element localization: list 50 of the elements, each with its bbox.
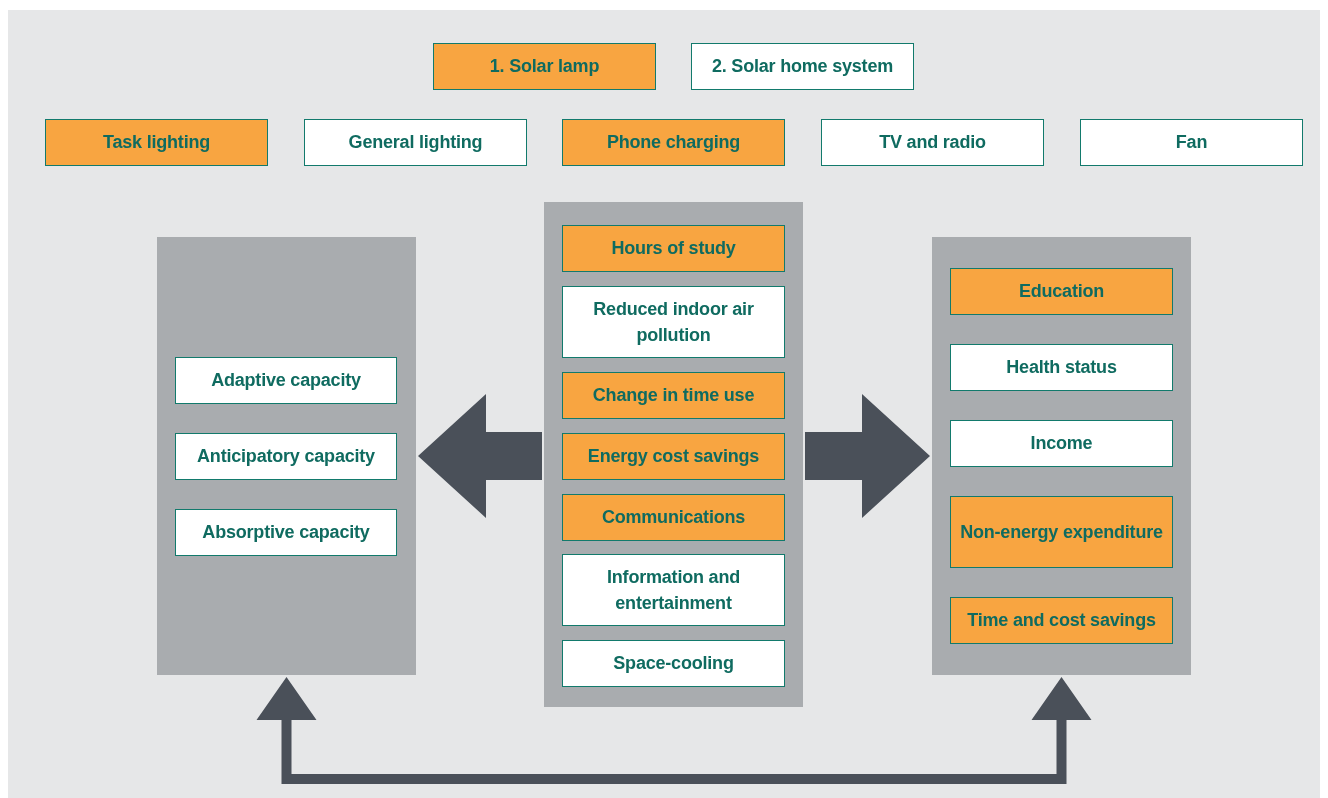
box-label: Absorptive capacity bbox=[201, 521, 371, 545]
box-label: Phone charging bbox=[605, 131, 742, 155]
box-label: TV and radio bbox=[878, 131, 987, 155]
panel-box bbox=[544, 202, 803, 707]
outcome-box bbox=[950, 420, 1173, 467]
arrow bbox=[805, 394, 930, 518]
box-label: Adaptive capacity bbox=[210, 369, 362, 393]
outcome-box bbox=[562, 640, 785, 687]
box-label: Hours of study bbox=[610, 237, 737, 261]
box-label: Task lighting bbox=[101, 131, 212, 155]
outcome-box bbox=[304, 119, 527, 166]
highlighted-box bbox=[950, 496, 1173, 568]
highlighted-box bbox=[562, 225, 785, 272]
box-label: Non-energy expenditure bbox=[959, 520, 1164, 544]
outcome-box bbox=[950, 344, 1173, 391]
box-label: Energy cost savings bbox=[586, 445, 761, 469]
highlighted-box bbox=[562, 372, 785, 419]
box-label: Space-cooling bbox=[612, 652, 735, 676]
highlighted-box bbox=[950, 597, 1173, 644]
outcome-box bbox=[175, 357, 397, 404]
outcome-box bbox=[175, 433, 397, 480]
panel-box bbox=[932, 237, 1191, 675]
box-label: Communications bbox=[600, 506, 747, 530]
box-label: Education bbox=[1017, 280, 1106, 304]
box-label: General lighting bbox=[347, 131, 484, 155]
outcome-box bbox=[562, 554, 785, 626]
highlighted-box bbox=[433, 43, 656, 90]
highlighted-box bbox=[562, 433, 785, 480]
box-label: 2. Solar home system bbox=[710, 55, 895, 79]
panel-box bbox=[157, 237, 416, 675]
highlighted-box bbox=[950, 268, 1173, 315]
outcome-box bbox=[562, 286, 785, 358]
arrow bbox=[256, 677, 1092, 784]
outcome-box bbox=[1080, 119, 1303, 166]
box-label: Information and entertainment bbox=[606, 565, 741, 615]
highlighted-box bbox=[562, 119, 785, 166]
box-label: Income bbox=[1029, 432, 1094, 456]
box-label: Health status bbox=[1005, 356, 1118, 380]
box-label: Change in time use bbox=[591, 384, 756, 408]
box-label: 1. Solar lamp bbox=[488, 55, 601, 79]
outcome-box bbox=[821, 119, 1044, 166]
box-label: Fan bbox=[1174, 131, 1209, 155]
box-label: Time and cost savings bbox=[966, 609, 1157, 633]
highlighted-box bbox=[562, 494, 785, 541]
arrow bbox=[418, 394, 542, 518]
outcome-box bbox=[691, 43, 914, 90]
highlighted-box bbox=[45, 119, 268, 166]
box-label: Anticipatory capacity bbox=[196, 445, 376, 469]
box-label: Reduced indoor air pollution bbox=[592, 297, 755, 347]
outcome-box bbox=[175, 509, 397, 556]
